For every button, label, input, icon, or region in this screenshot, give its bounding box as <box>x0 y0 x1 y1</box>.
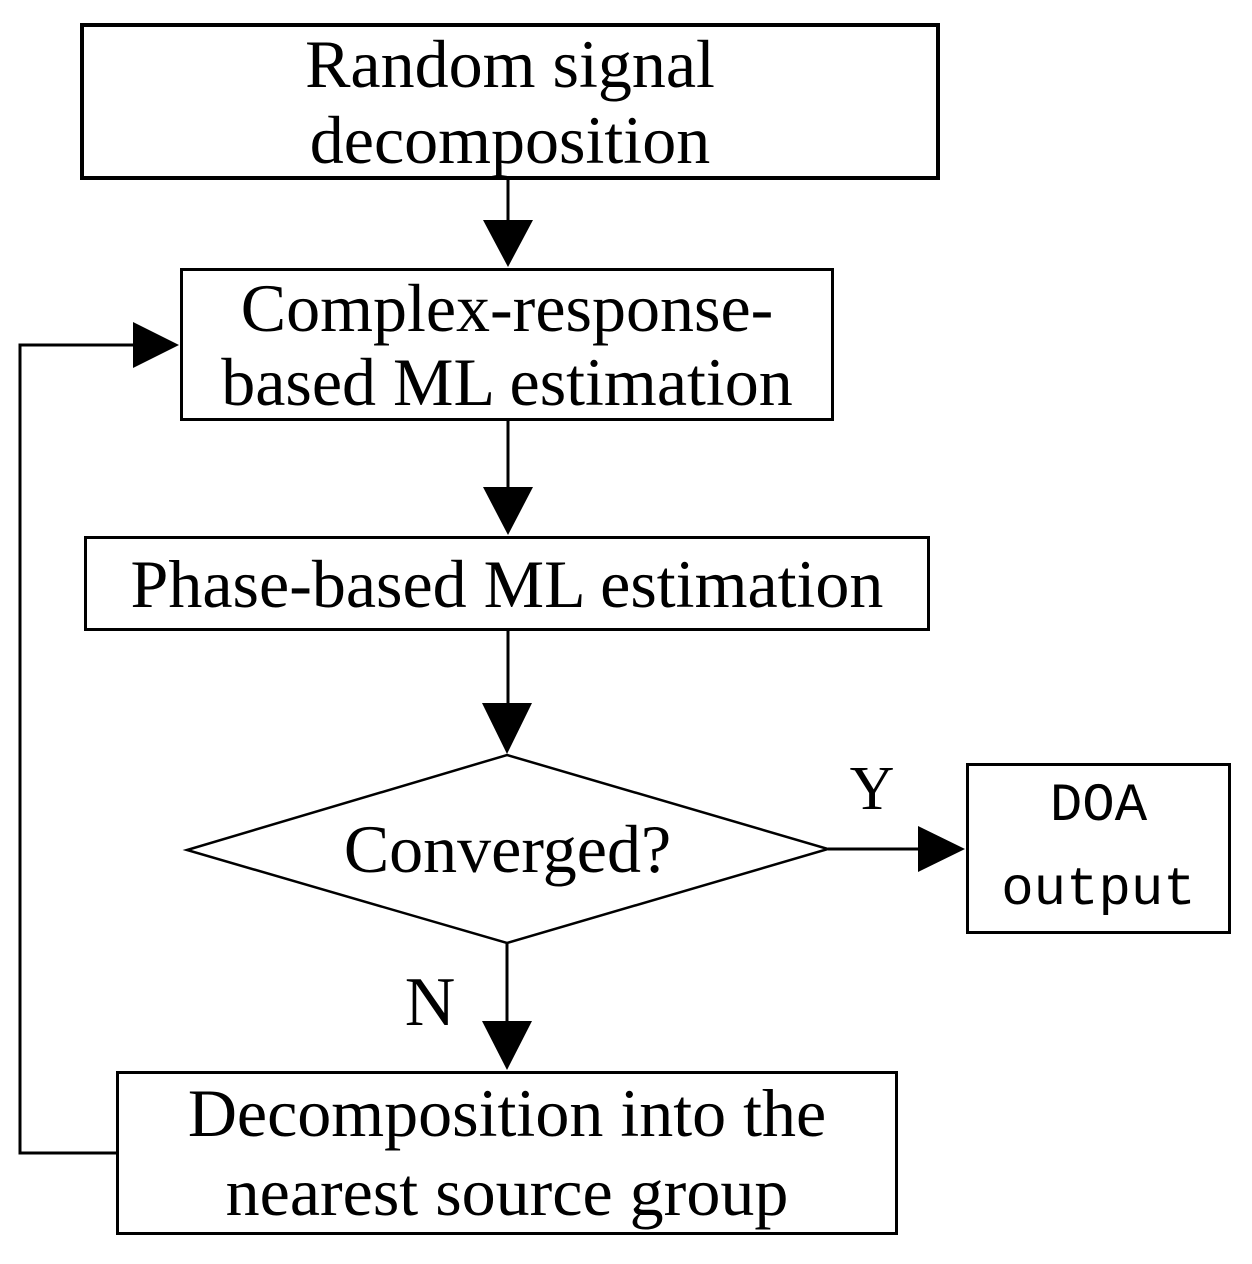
node-phase-based-ml-estimation: Phase-based ML estimation <box>84 536 930 631</box>
node-label-line: based ML estimation <box>221 343 793 420</box>
node-random-signal-decomposition: Random signal decomposition <box>80 23 940 180</box>
node-label-line: nearest source group <box>225 1154 789 1230</box>
branch-label-no: N <box>392 962 468 1044</box>
node-label-line: DOA <box>1049 775 1148 837</box>
node-label-line: Complex-response- <box>240 269 774 346</box>
node-label-line: Converged? <box>343 811 672 887</box>
branch-label-yes: Y <box>838 755 906 823</box>
edge-complex-to-phase <box>483 421 533 535</box>
branch-label-text: N <box>404 964 456 1041</box>
node-converged-decision-label: Converged? <box>187 755 828 944</box>
node-label-line: Phase-based ML estimation <box>130 545 884 622</box>
node-label-line: decomposition <box>309 101 711 178</box>
arrow-right-icon <box>918 826 965 872</box>
arrow-down-icon <box>482 1021 532 1070</box>
arrow-down-icon <box>482 703 532 754</box>
edge-random-to-complex <box>483 179 533 267</box>
edge-converged-to-doa <box>828 826 965 872</box>
node-label-line: Decomposition into the <box>187 1075 827 1151</box>
arrow-down-icon <box>483 220 533 267</box>
edge-decomposition-to-complex-feedback <box>18 322 179 1155</box>
node-doa-output: DOA output <box>966 763 1231 934</box>
node-complex-response-ml-estimation: Complex-response- based ML estimation <box>180 268 834 421</box>
arrow-down-icon <box>483 487 533 535</box>
node-label-line: Random signal <box>305 25 715 102</box>
edge-converged-to-decomposition <box>482 943 532 1070</box>
node-decomposition-nearest-source-group: Decomposition into the nearest source gr… <box>116 1071 898 1235</box>
node-label-line: output <box>1001 859 1196 921</box>
edge-phase-to-converged <box>482 631 532 754</box>
branch-label-text: Y <box>849 754 895 823</box>
arrow-right-icon <box>133 322 179 368</box>
